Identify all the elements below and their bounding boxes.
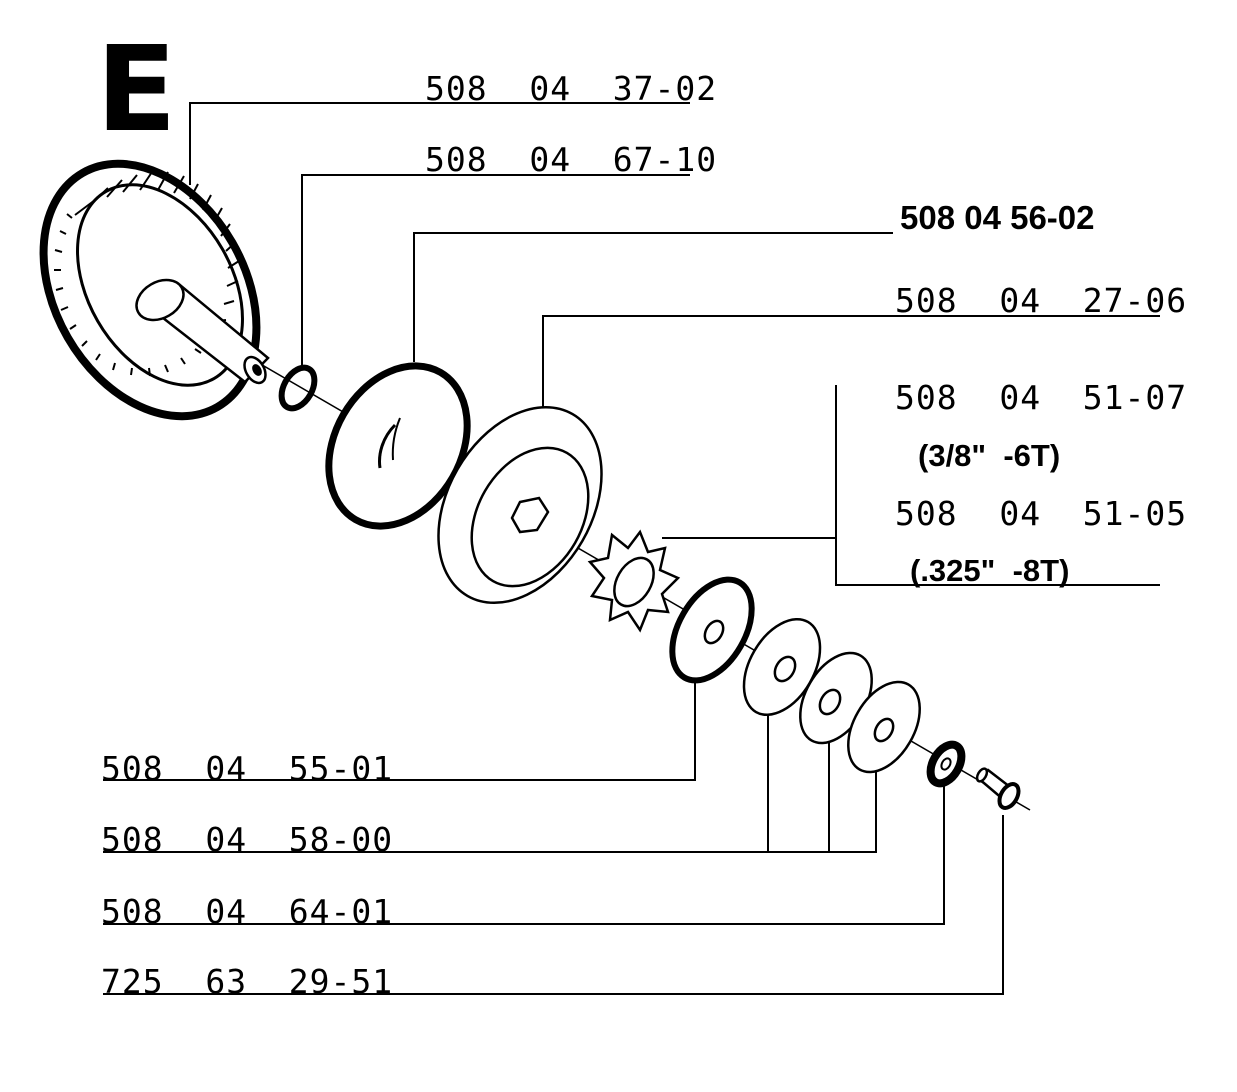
washer-large: [669, 576, 755, 684]
leader-p8-c: [768, 745, 877, 853]
leader-p1: [189, 102, 690, 185]
bevel-gear: [39, 159, 270, 421]
leader-p2: [301, 174, 690, 365]
part-label-p6-spec: (.325" -8T): [910, 553, 1070, 588]
part-label-p5: 508 04 51-07: [895, 378, 1188, 417]
clutch-drum: [437, 405, 603, 605]
leader-lines: [103, 102, 1160, 995]
ring-washer: [278, 364, 318, 412]
leader-p5-p6-b: [835, 538, 1160, 586]
part-label-p3: 508 04 56-02: [900, 199, 1095, 236]
leader-p5-p6: [662, 385, 837, 539]
gear-teeth: [54, 171, 240, 377]
sprocket: [587, 529, 681, 633]
leader-p4: [542, 315, 1160, 420]
leader-p3: [413, 232, 893, 362]
section-letter: E: [96, 20, 177, 158]
leader-p7: [103, 676, 696, 781]
part-label-p7: 508 04 55-01: [101, 749, 394, 788]
leader-p9: [103, 782, 945, 925]
leader-p10: [103, 815, 1004, 995]
part-label-p8: 508 04 58-00: [101, 820, 394, 859]
part-label-p6: 508 04 51-05: [895, 494, 1188, 533]
gear-shaft: [135, 278, 270, 385]
part-label-p9: 508 04 64-01: [101, 892, 394, 931]
bushing: [975, 767, 1021, 810]
part-label-p2: 508 04 67-10: [425, 140, 718, 179]
washer-3: [847, 680, 921, 774]
part-label-p1: 508 04 37-02: [425, 69, 718, 108]
part-label-p4: 508 04 27-06: [895, 281, 1188, 320]
part-label-p10: 725 63 29-51: [101, 962, 394, 1001]
part-label-p5-spec: (3/8" -6T): [918, 438, 1061, 473]
needle-bearing: [926, 740, 966, 788]
